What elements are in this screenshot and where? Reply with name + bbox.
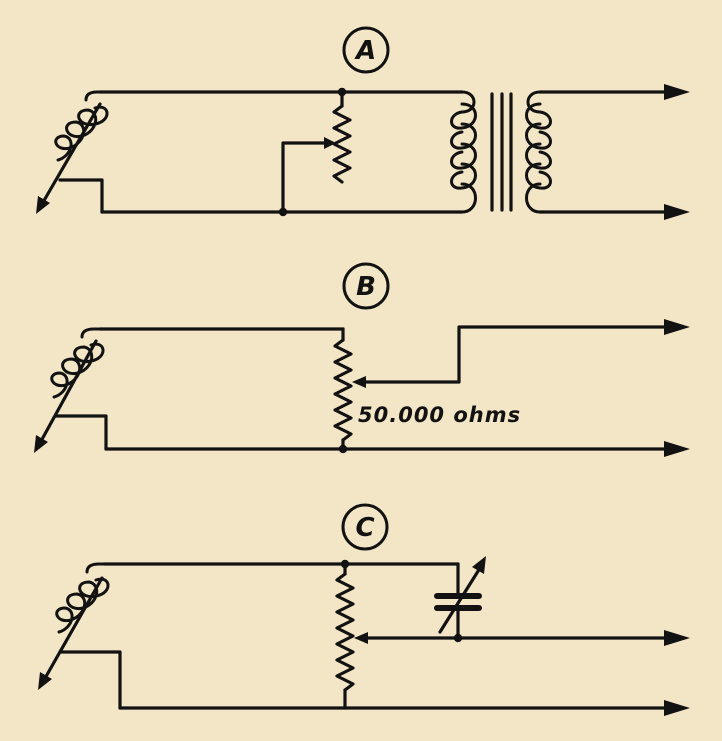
circuit-c-bottom-output-arrow	[664, 700, 690, 716]
circuit-b-pickup-coil	[34, 327, 108, 453]
circuit-c-pickup-coil	[38, 562, 122, 710]
circuit-a-label-text: A	[354, 36, 376, 66]
circuit-b: B 50.000 ohms	[34, 262, 690, 457]
circuit-c-label: C	[341, 503, 389, 551]
circuit-a-pickup-coil	[36, 90, 109, 214]
circuit-b-potentiometer	[333, 319, 690, 454]
circuit-b-bottom-output-arrow	[664, 441, 690, 457]
circuit-a-transformer	[450, 90, 552, 214]
circuit-c: C	[38, 503, 690, 716]
circuit-a-outputs	[538, 84, 690, 220]
circuit-a: A	[36, 26, 690, 220]
circuit-b-label: B	[342, 262, 390, 310]
circuit-a-label: A	[342, 26, 390, 74]
circuit-b-resistor-value: 50.000 ohms	[358, 403, 521, 427]
circuit-a-variable-resistor	[278, 87, 352, 217]
circuit-c-label-text: C	[355, 513, 374, 543]
circuit-b-label-text: B	[356, 272, 376, 302]
circuit-c-variable-capacitor	[434, 556, 486, 643]
circuit-c-potentiometer	[335, 559, 690, 710]
